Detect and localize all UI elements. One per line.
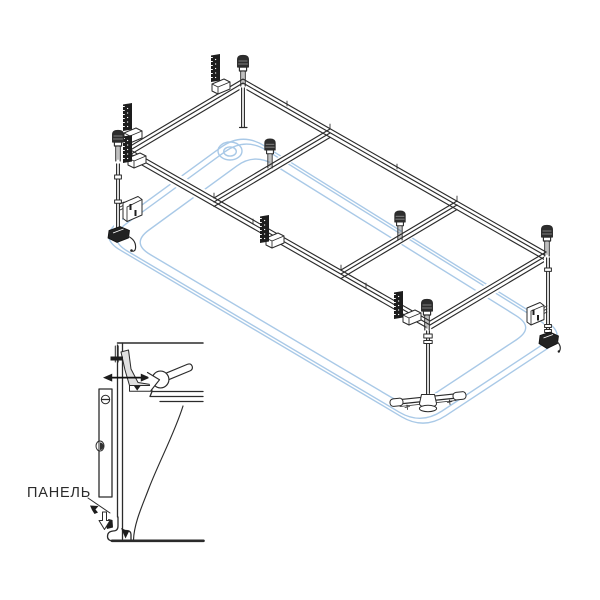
leg-west bbox=[107, 160, 143, 252]
wall-bracket-plate-west bbox=[122, 196, 143, 222]
panel-label: ПАНЕЛЬ bbox=[27, 485, 91, 501]
toothed-rack bbox=[259, 214, 270, 244]
leg-east bbox=[526, 254, 561, 353]
tub-wall-curve bbox=[132, 405, 184, 541]
label-leader-line bbox=[87, 497, 111, 514]
toothed-rack bbox=[393, 290, 404, 320]
rim-clamp-foot-west bbox=[107, 226, 137, 252]
tub-bowl-outline bbox=[140, 159, 525, 403]
tub-deck-inner bbox=[116, 144, 549, 418]
down-arrow-icon bbox=[98, 511, 111, 530]
toothed-rack bbox=[210, 53, 221, 83]
legs bbox=[107, 84, 561, 413]
tub-deck-outer bbox=[108, 138, 558, 424]
rail-junction-marks bbox=[213, 100, 458, 289]
drain-hole-inner-icon bbox=[222, 146, 237, 157]
leg-south bbox=[389, 327, 467, 413]
inset-panel-detail: ПАНЕЛЬ bbox=[27, 342, 205, 543]
cross-member-2 bbox=[340, 200, 458, 280]
bathtub-outline bbox=[108, 138, 558, 424]
toothed-rack bbox=[122, 102, 133, 132]
toothed-rack bbox=[122, 134, 133, 164]
panel-mounting-rail bbox=[95, 388, 113, 498]
wrench-icon bbox=[146, 363, 193, 392]
pedestal-foot bbox=[389, 391, 467, 413]
adjustment-bracket bbox=[110, 345, 153, 392]
leg-north bbox=[238, 84, 248, 131]
stud-bolt bbox=[112, 129, 124, 162]
horizontal-adjust-arrow-icon bbox=[103, 373, 150, 382]
drain-hole-icon bbox=[217, 141, 243, 161]
panel-section-lines bbox=[116, 342, 124, 540]
rim-shelf-lines bbox=[149, 390, 204, 403]
rim-clamp-foot-east bbox=[538, 331, 561, 353]
pointer-arrow-icon bbox=[90, 505, 99, 514]
